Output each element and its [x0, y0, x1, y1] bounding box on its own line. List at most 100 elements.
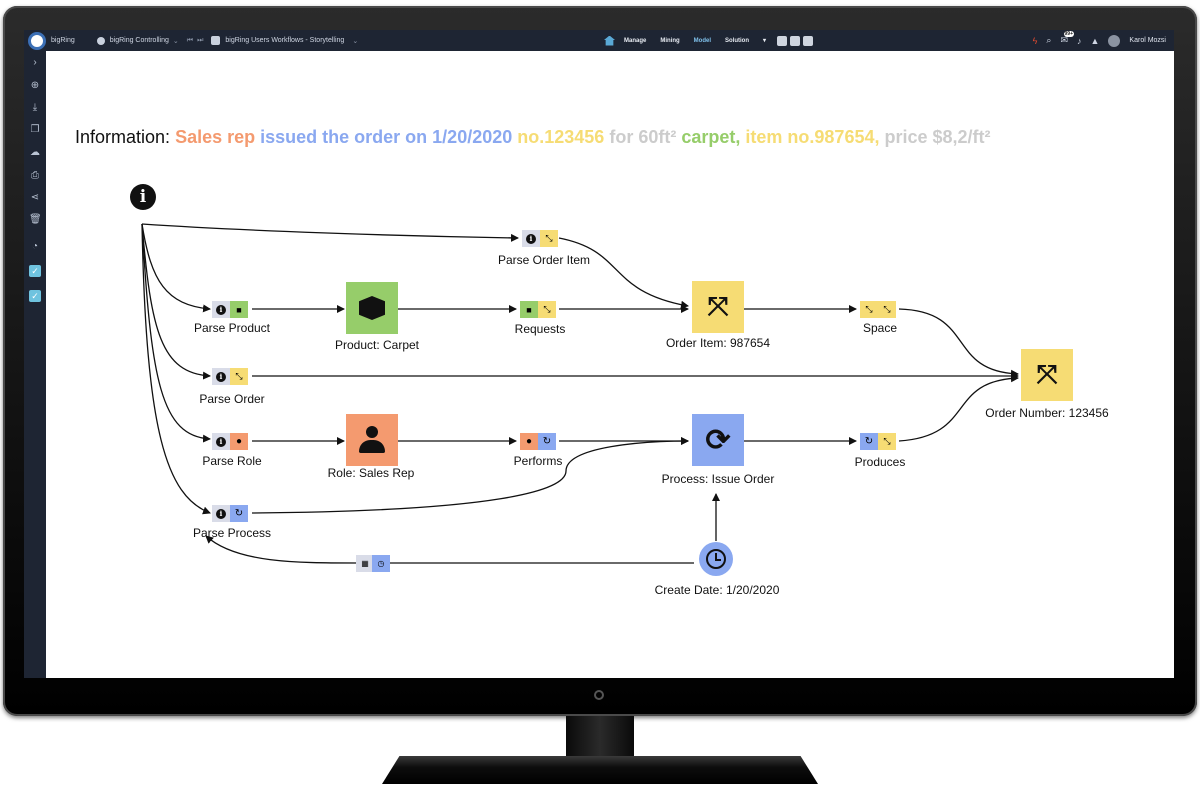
nav-mining[interactable]: Mining — [660, 37, 680, 44]
download-icon[interactable]: ⤓ — [32, 102, 38, 113]
information-sentence: Information: Sales rep issued the order … — [75, 127, 991, 148]
edge-produces-to-order-number — [898, 374, 1019, 442]
avatar[interactable] — [1108, 34, 1121, 47]
space-label: Space — [862, 321, 898, 335]
share-icon[interactable]: ⋖ — [30, 192, 40, 203]
edge-info-to-parse-process — [141, 223, 211, 515]
performs-label: Performs — [513, 454, 563, 468]
user-icon — [359, 426, 385, 454]
order-item-node[interactable]: ⤧ — [692, 281, 744, 333]
tag-process-cell: ↻ — [538, 433, 556, 450]
product-carpet-label: Product: Carpet — [334, 338, 420, 352]
requests-label: Requests — [514, 322, 566, 336]
info-part-carpet: carpet, — [681, 127, 741, 147]
view-toggle-button-2[interactable] — [790, 35, 801, 46]
user-name[interactable]: Karol Mozsi — [1129, 37, 1166, 44]
monitor-stand-neck — [566, 716, 634, 760]
order-number-node[interactable]: ⤧ — [1021, 349, 1073, 401]
first-page-icon[interactable]: ⏮ — [186, 36, 194, 44]
create-date-label: Create Date: 1/20/2020 — [654, 583, 780, 597]
tag-role-cell: ● — [230, 433, 248, 450]
top-bar: bigRing bigRing Controlling ⌄ ⏮ ⏭ bigRin… — [24, 30, 1174, 51]
tag-order-cell: ⤡ — [538, 301, 556, 318]
edge-info-to-parse-product — [141, 223, 211, 313]
info-icon: i — [130, 184, 156, 210]
tag-calendar-cell: ▦ — [356, 555, 374, 572]
view-toggle-button-1[interactable] — [777, 35, 788, 46]
role-sales-rep-label: Role: Sales Rep — [327, 466, 415, 480]
tag-process-cell: ↻ — [230, 505, 248, 522]
monitor-stand-base — [382, 756, 818, 784]
parse-order-item-label: Parse Order Item — [497, 253, 591, 267]
info-part-price: price $8,2/ft² — [884, 127, 991, 147]
nav-manage[interactable]: Manage — [624, 37, 647, 44]
tag-order-cell: ⤡ — [860, 301, 878, 318]
sidebar: › ⊕ ⤓ ❐ ☁ ⎙ ⋖ 🗑 ◔ ✓ ✓ — [24, 51, 46, 678]
bigring-logo-icon[interactable] — [28, 31, 46, 50]
edge-info-to-parse-role — [141, 223, 211, 443]
workspace-selector[interactable]: bigRing Controlling — [109, 37, 169, 44]
parse-process-label: Parse Process — [192, 526, 272, 540]
process-issue-order-label: Process: Issue Order — [661, 472, 775, 486]
storytelling-canvas[interactable]: Information: Sales rep issued the order … — [46, 51, 1174, 678]
bell-icon[interactable]: ♪ — [1077, 35, 1082, 46]
trash-icon[interactable]: 🗑 — [29, 214, 42, 225]
parse-product-label: Parse Product — [193, 321, 271, 335]
nav-model[interactable]: Model — [693, 37, 712, 44]
role-sales-rep-node[interactable] — [346, 414, 398, 466]
dashboard-icon[interactable]: ◔ — [31, 241, 39, 252]
nav-more-caret-icon[interactable]: ▾ — [763, 38, 767, 44]
checkbox-icon[interactable]: ✓ — [29, 290, 41, 302]
view-toggle-button-3[interactable] — [803, 35, 814, 46]
tag-info-cell: i — [212, 368, 230, 385]
clock-icon — [706, 549, 726, 569]
tag-info-cell: i — [212, 505, 230, 522]
notification-badge: 99+ — [1063, 31, 1074, 37]
warning-icon[interactable]: ▲ — [1090, 35, 1100, 46]
tag-info-cell: i — [212, 433, 230, 450]
tag-order-cell: ⤡ — [230, 368, 248, 385]
nav-solution[interactable]: Solution — [725, 37, 750, 44]
edge-info-to-parse-order-item — [141, 223, 519, 242]
product-carpet-node[interactable] — [346, 282, 398, 334]
main-nav: Manage Mining Model Solution ▾ — [604, 30, 814, 51]
information-node[interactable]: i — [118, 171, 168, 223]
workspace-icon — [96, 36, 105, 45]
info-part-item-no: item no.987654, — [745, 127, 880, 147]
tag-info-cell: i — [212, 301, 230, 318]
power-button-icon — [594, 690, 604, 700]
info-part-quantity: for 60ft² — [609, 127, 677, 147]
cloud-upload-icon[interactable]: ☁ — [30, 147, 40, 158]
info-part-sales-rep: Sales rep — [175, 127, 256, 147]
process-issue-order-node[interactable]: ⟳ — [692, 414, 744, 466]
edge-parse-order-item-to-order-item — [558, 237, 689, 309]
print-icon[interactable]: ⎙ — [31, 170, 39, 181]
info-part-issued: issued the order on 1/20/2020 — [260, 127, 513, 147]
tag-order-cell: ⤡ — [540, 230, 558, 247]
document-selector[interactable]: bigRing Users Workflows - Storytelling — [225, 37, 345, 44]
parse-role-label: Parse Role — [202, 454, 262, 468]
order-item-label: Order Item: 987654 — [665, 336, 771, 350]
chevron-down-icon[interactable]: ⌄ — [172, 37, 179, 45]
edge-parse-process-to-process — [251, 437, 689, 514]
tag-product-cell: ■ — [520, 301, 538, 318]
expand-sidebar-icon[interactable]: › — [33, 57, 37, 68]
home-icon[interactable] — [604, 35, 615, 46]
tag-process-cell: ↻ — [860, 433, 878, 450]
checkbox-icon[interactable]: ✓ — [29, 265, 41, 277]
copy-icon[interactable]: ❐ — [30, 124, 40, 135]
order-number-label: Order Number: 123456 — [985, 406, 1109, 420]
tag-info-cell: i — [522, 230, 540, 247]
expand-arrows-icon: ⤧ — [1036, 359, 1058, 389]
add-icon[interactable]: ⊕ — [30, 80, 40, 91]
produces-label: Produces — [854, 455, 906, 469]
document-icon — [211, 36, 221, 45]
chat-icon[interactable]: ✉ — [1060, 35, 1068, 45]
create-date-node[interactable] — [699, 542, 733, 576]
tag-date-cell: ◷ — [372, 555, 390, 572]
search-icon[interactable]: ⌕ — [1046, 35, 1052, 45]
edge-date-link-to-parse-process — [205, 535, 359, 564]
prev-page-icon[interactable]: ⏭ — [197, 36, 204, 44]
chevron-down-icon[interactable]: ⌄ — [352, 37, 359, 45]
bolt-icon[interactable]: ϟ — [1032, 35, 1038, 46]
